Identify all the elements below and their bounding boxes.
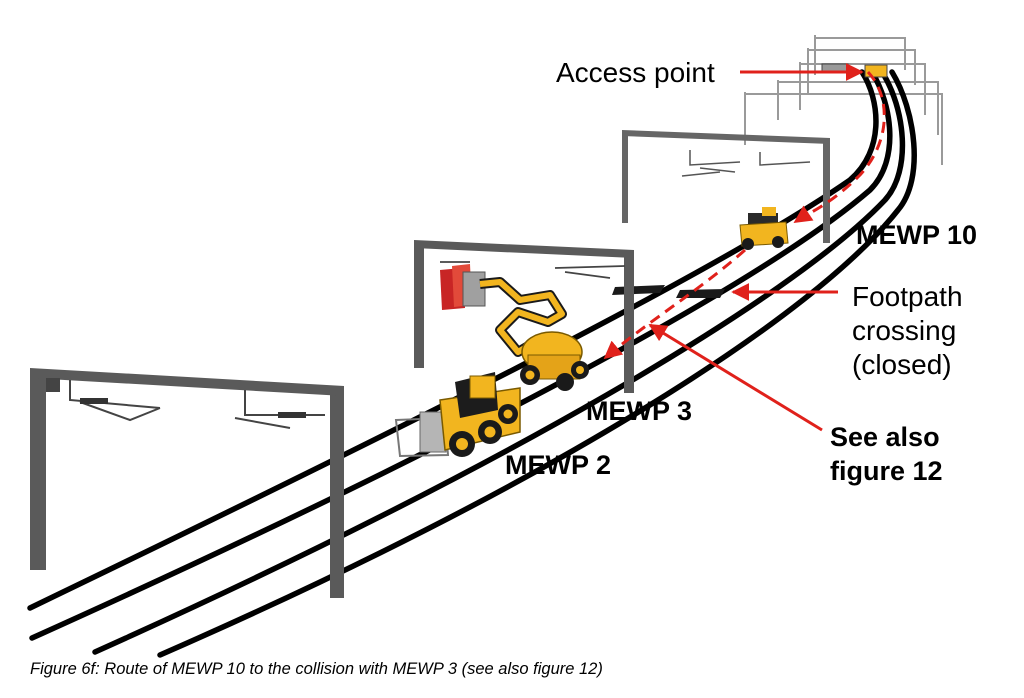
- gantry-front: [30, 368, 344, 598]
- footpath-label-line2: crossing: [852, 315, 957, 346]
- gantry-third-arms: [681, 150, 811, 177]
- mewp-10-route-dashed: [793, 70, 886, 224]
- gantry-second-arms: [440, 261, 626, 279]
- gantry-third: [622, 130, 830, 243]
- mewp-3-machine: [440, 264, 589, 391]
- figure-caption: Figure 6f: Route of MEWP 10 to the colli…: [30, 660, 603, 678]
- mewp-10-label: MEWP 10: [856, 220, 978, 250]
- see-also-label-line2: figure 12: [830, 456, 943, 486]
- mewp-10-machine: [739, 207, 789, 250]
- mewp-2-machine: [394, 372, 521, 458]
- footpath-label-line3: (closed): [852, 349, 952, 380]
- see-also-arrow: [648, 323, 823, 432]
- mewp-3-label: MEWP 3: [586, 396, 693, 426]
- mewp-10-route-dashed-lower: [603, 248, 746, 360]
- see-also-label-line1: See also: [830, 422, 940, 452]
- mewp-2-label: MEWP 2: [505, 450, 612, 480]
- track-rails: [27, 69, 917, 658]
- access-point-label: Access point: [556, 57, 715, 88]
- insulators-front: [80, 398, 306, 418]
- gantry-second: [414, 240, 634, 393]
- footpath-label-line1: Footpath: [852, 281, 963, 312]
